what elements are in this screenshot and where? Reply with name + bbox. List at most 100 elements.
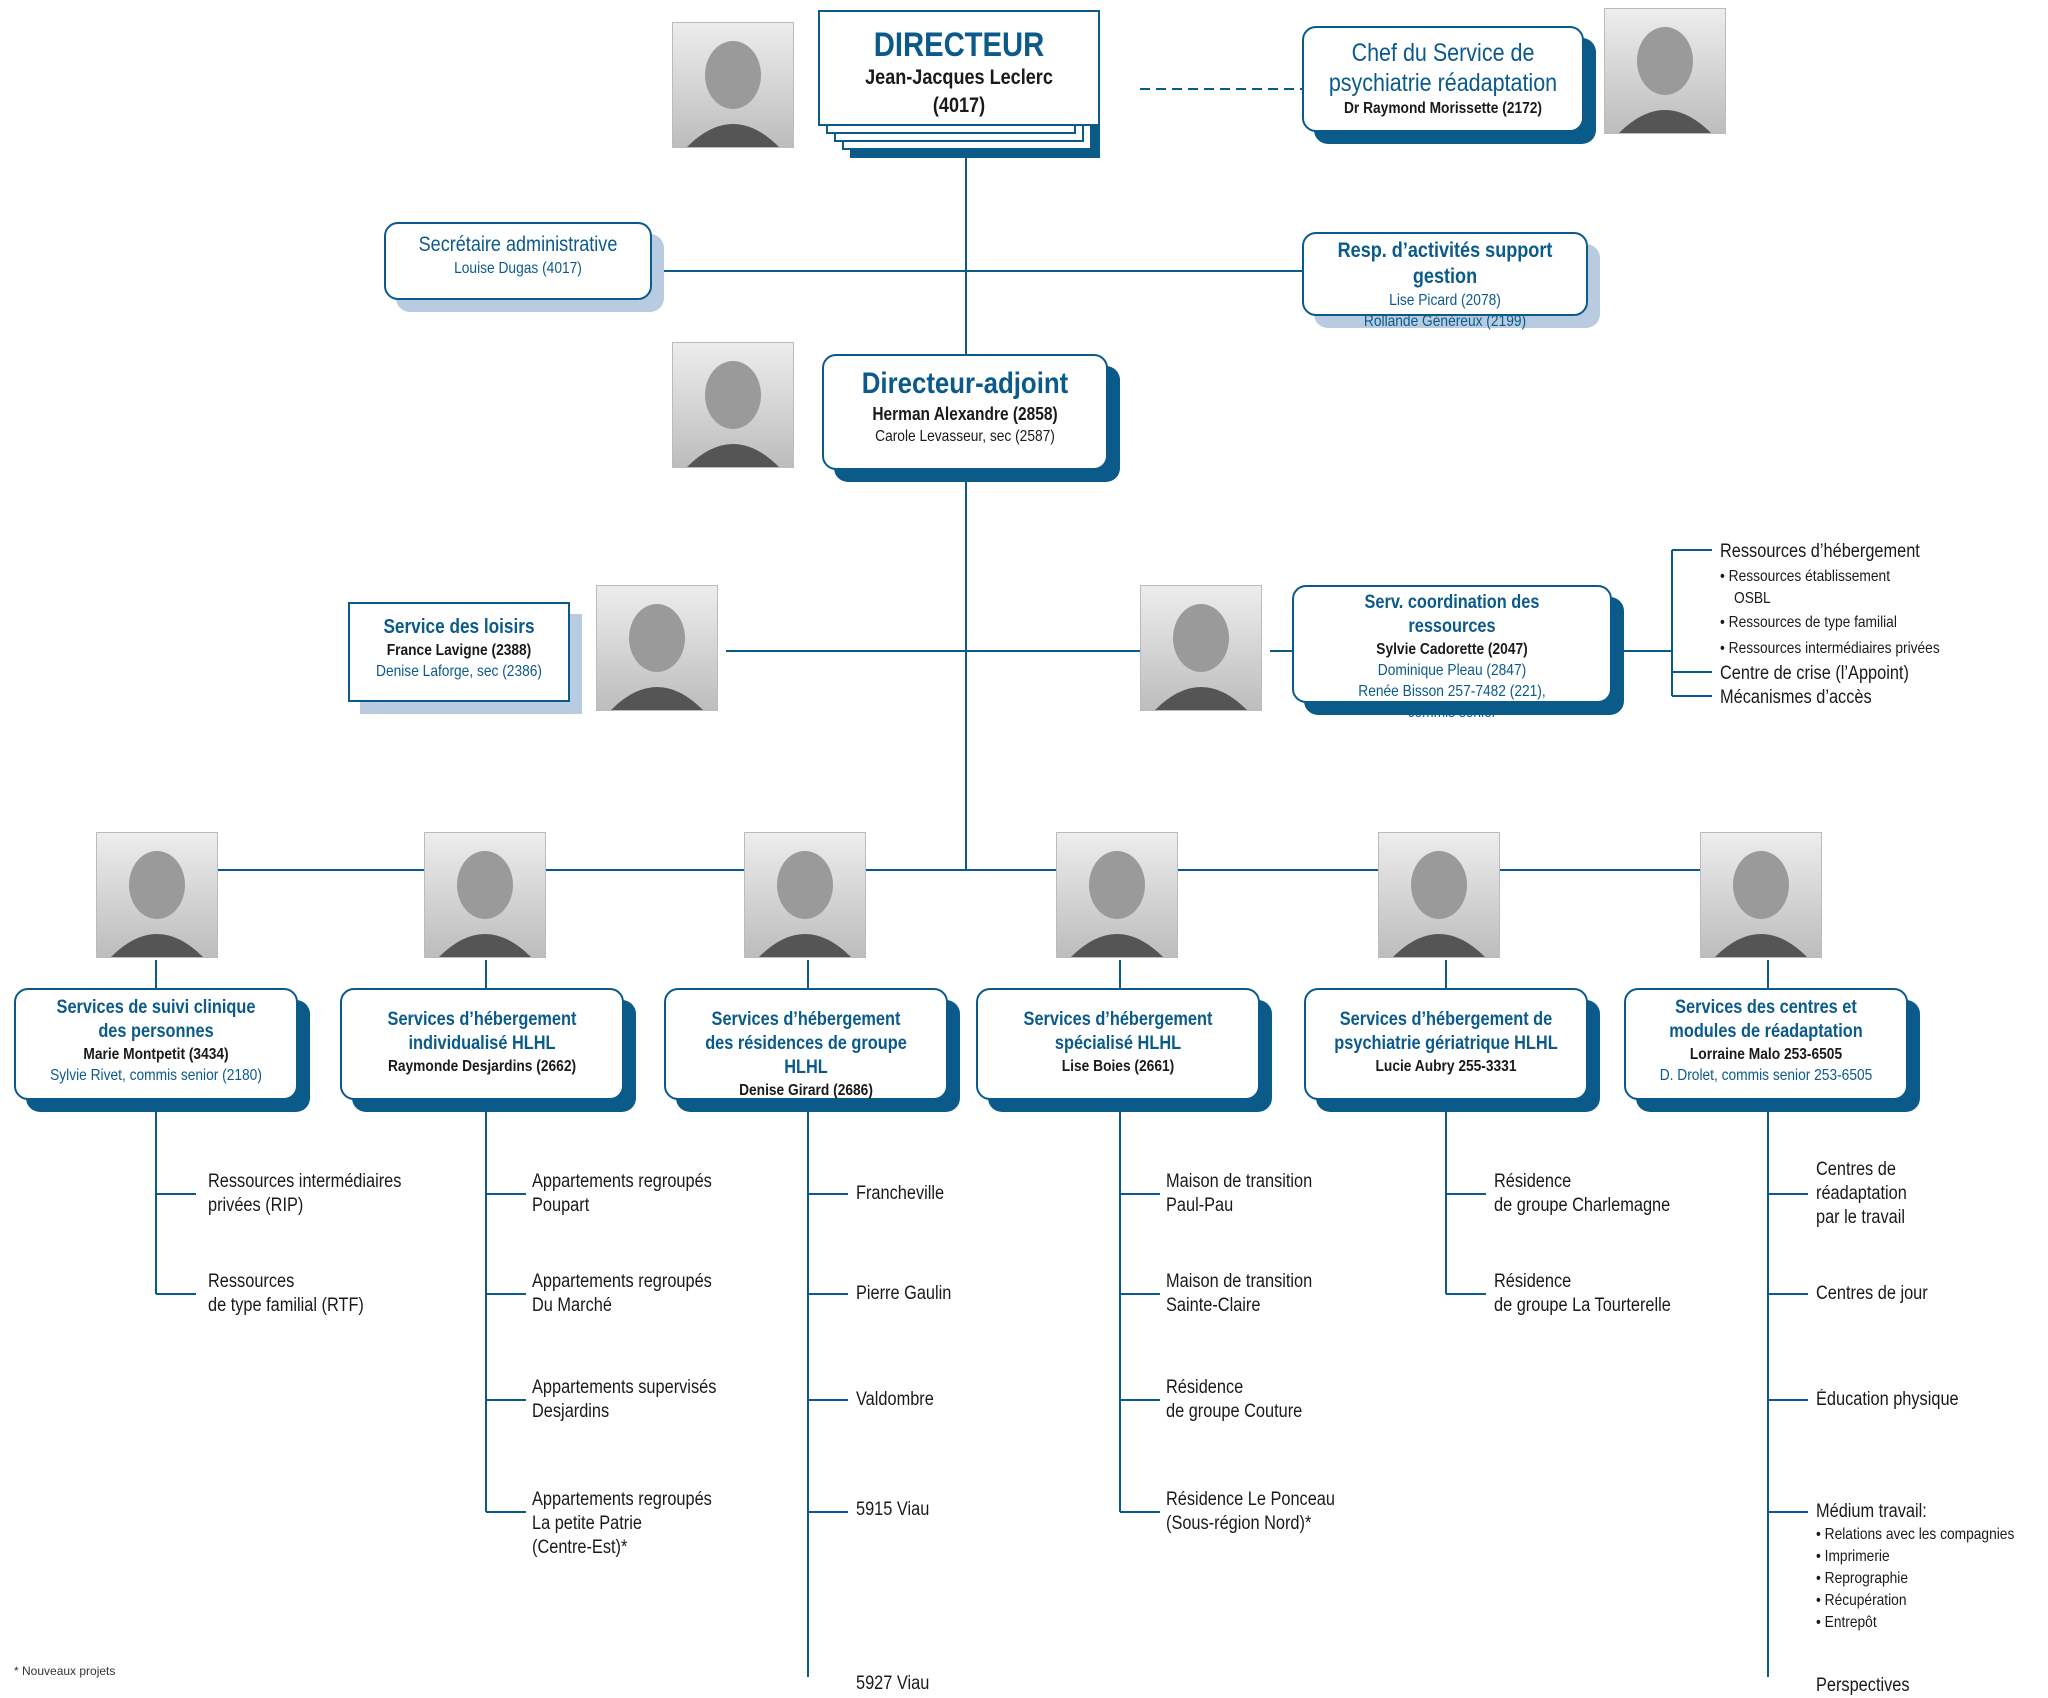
service-box-3: Services d’hébergement des résidences de…	[664, 988, 948, 1100]
service-2-t2: individualisé HLHL	[408, 1033, 556, 1054]
resp-line1: Lise Picard (2078)	[1389, 292, 1501, 309]
service-box-6: Services des centres et modules de réada…	[1624, 988, 1908, 1100]
portrait-service-5	[1378, 832, 1500, 958]
coord-crise: Centre de crise (l’Appoint)	[1720, 663, 1909, 684]
service-6-item-4: Médium travail:	[1816, 1501, 1927, 1522]
medium-sub-1: • Relations avec les compagnies	[1816, 1526, 2015, 1543]
deputy-name: Herman Alexandre (2858)	[872, 404, 1058, 424]
medium-sub-3: • Reprographie	[1816, 1570, 1909, 1587]
medium-sub-5: • Entrepôt	[1816, 1614, 1877, 1631]
portrait-chief	[1604, 8, 1726, 134]
resp-box: Resp. d’activités support gestion Lise P…	[1302, 232, 1588, 330]
service-3-item-5: 5927 Viau	[856, 1673, 930, 1694]
service-6-sec: D. Drolet, commis senior 253-6505	[1659, 1067, 1873, 1084]
portrait-service-2	[424, 832, 546, 958]
service-5-t1: Services d’hébergement de	[1339, 1009, 1553, 1030]
service-box-2: Services d’hébergement individualisé HLH…	[340, 988, 624, 1100]
coord-name: Sylvie Cadorette (2047)	[1376, 641, 1528, 658]
chief-title-l2: psychiatrie réadaptation	[1328, 69, 1558, 97]
service-5-t2: psychiatrie gériatrique HLHL	[1334, 1033, 1558, 1054]
coord-b3: • Ressources intermédiaires privées	[1720, 640, 1940, 657]
coord-l1: Dominique Pleau (2847)	[1377, 662, 1527, 679]
director-box: DIRECTEUR Jean-Jacques Leclerc (4017)	[818, 10, 1100, 126]
service-box-5: Services d’hébergement de psychiatrie gé…	[1304, 988, 1588, 1100]
service-box-4: Services d’hébergement spécialisé HLHL L…	[976, 988, 1260, 1100]
portrait-loisirs	[596, 585, 718, 711]
resp-line2: Rollande Généreux (2199)	[1363, 313, 1527, 330]
footnote: * Nouveaux projets	[14, 1664, 116, 1678]
service-4-item-4: Résidence Le Ponceau(Sous-région Nord)*	[1166, 1489, 1335, 1534]
loisirs-title: Service des loisirs	[383, 616, 535, 638]
loisirs-sec: Denise Laforge, sec (2386)	[376, 663, 542, 680]
coord-b1b: OSBL	[1734, 590, 1771, 607]
portrait-service-4	[1056, 832, 1178, 958]
portrait-deputy	[672, 342, 794, 468]
service-4-t1: Services d’hébergement	[1023, 1009, 1213, 1030]
medium-sub-2: • Imprimerie	[1816, 1548, 1890, 1565]
service-3-item-2: Pierre Gaulin	[856, 1283, 952, 1304]
director-stack: DIRECTEUR Jean-Jacques Leclerc (4017)	[818, 10, 1100, 158]
coord-box: Serv. coordination des ressources Sylvie…	[1292, 585, 1612, 721]
portrait-coord	[1140, 585, 1262, 711]
service-3-item-3: Valdombre	[856, 1389, 934, 1410]
deputy-box: Directeur-adjoint Herman Alexandre (2858…	[822, 354, 1108, 470]
service-1-name: Marie Montpetit (3434)	[83, 1046, 229, 1063]
service-1-sec: Sylvie Rivet, commis senior (2180)	[50, 1067, 262, 1084]
portrait-director	[672, 22, 794, 148]
chief-title-l1: Chef du Service de	[1351, 39, 1535, 67]
portrait-service-1	[96, 832, 218, 958]
deputy-title: Directeur-adjoint	[861, 367, 1069, 400]
service-6-t1: Services des centres et	[1675, 997, 1857, 1018]
medium-sub-4: • Récupération	[1816, 1592, 1907, 1609]
service-3-t2: des résidences de groupe HLHL	[705, 1033, 907, 1078]
service-box-1: Services de suivi clinique des personnes…	[14, 988, 298, 1100]
resp-title: Resp. d’activités support gestion	[1337, 239, 1553, 288]
service-1-t2: des personnes	[98, 1021, 214, 1042]
service-3-name: Denise Girard (2686)	[739, 1082, 873, 1099]
coord-l3: commis senior	[1407, 704, 1497, 721]
service-6-item-5: Perspectives	[1816, 1675, 1910, 1696]
portrait-service-6	[1700, 832, 1822, 958]
service-5-name: Lucie Aubry 255-3331	[1375, 1058, 1517, 1075]
coord-b1: • Ressources établissement	[1720, 568, 1891, 585]
service-3-item-4: 5915 Viau	[856, 1499, 930, 1520]
service-6-item-2: Centres de jour	[1816, 1283, 1928, 1304]
service-1-t1: Services de suivi clinique	[56, 997, 256, 1018]
secretary-title: Secrétaire administrative	[418, 233, 618, 256]
portrait-service-3	[744, 832, 866, 958]
coord-l2: Renée Bisson 257-7482 (221),	[1358, 683, 1546, 700]
service-3-item-1: Francheville	[856, 1183, 945, 1204]
service-6-item-3: Éducation physique	[1816, 1389, 1959, 1410]
coord-acces: Mécanismes d’accès	[1720, 687, 1872, 708]
service-4-t2: spécialisé HLHL	[1054, 1033, 1182, 1054]
coord-title: Serv. coordination des ressources	[1364, 592, 1540, 637]
chief-box: Chef du Service de psychiatrie réadaptat…	[1302, 26, 1584, 132]
service-2-t1: Services d’hébergement	[387, 1009, 577, 1030]
loisirs-name: France Lavigne (2388)	[386, 642, 532, 659]
coord-b2: • Ressources de type familial	[1720, 614, 1897, 631]
director-title: DIRECTEUR	[873, 26, 1045, 64]
loisirs-box: Service des loisirs France Lavigne (2388…	[348, 602, 570, 702]
service-6-name: Lorraine Malo 253-6505	[1689, 1046, 1843, 1063]
coord-heb: Ressources d’hébergement	[1720, 541, 1920, 562]
secretary-box: Secrétaire administrative Louise Dugas (…	[384, 222, 652, 300]
service-6-t2: modules de réadaptation	[1669, 1021, 1863, 1042]
service-3-t1: Services d’hébergement	[711, 1009, 901, 1030]
deputy-sec: Carole Levasseur, sec (2587)	[875, 428, 1055, 445]
secretary-name: Louise Dugas (4017)	[454, 260, 582, 277]
chief-name: Dr Raymond Morissette (2172)	[1343, 100, 1543, 117]
